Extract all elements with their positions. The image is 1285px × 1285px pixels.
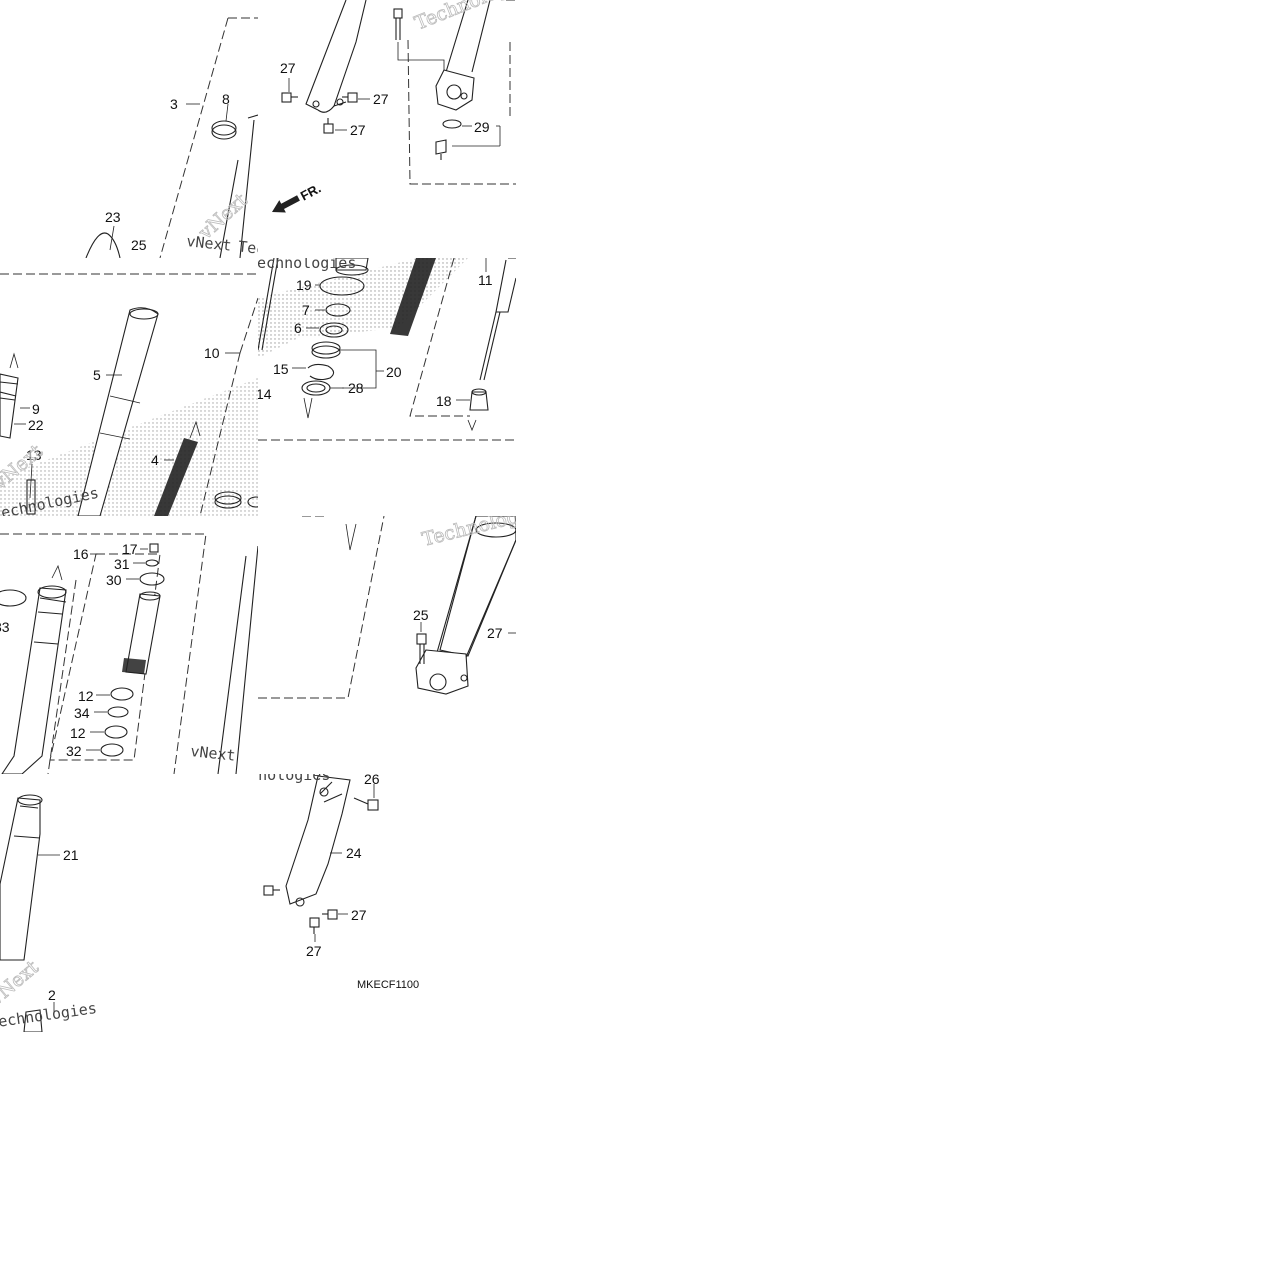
callout-9: 9: [32, 401, 40, 417]
tile-lower-left: 33 16 17 31 30 12 34 12: [0, 516, 258, 774]
callout-16: 16: [73, 546, 89, 562]
callout-8: 8: [222, 91, 230, 107]
callout-3: 3: [170, 96, 178, 112]
callout-31: 31: [114, 556, 130, 572]
tile-middle-left: 5 9 22 13 4 10 Technologies vNext: [0, 258, 258, 516]
spring-4: [154, 420, 201, 516]
callout-13: 13: [26, 447, 42, 463]
watermark-vnext: vNext: [186, 232, 233, 255]
callout-27-f: 27: [306, 943, 322, 959]
callout-25-top: 25: [131, 237, 147, 253]
callout-28: 28: [348, 380, 364, 396]
callout-24: 24: [346, 845, 362, 861]
watermark-technologies-bottom: Technologies: [0, 999, 98, 1032]
watermark-vnext-tec: vNext: [190, 742, 237, 765]
callout-4: 4: [151, 452, 159, 468]
callout-17: 17: [122, 541, 138, 557]
tile-bottom-left: 21 2 Technologies vNext: [0, 774, 258, 1032]
tile-upper-left: 8 3 23 25 vNext Technologies vNext: [0, 0, 258, 258]
callout-2: 2: [48, 987, 56, 1003]
watermark-next-bottom: vNext: [0, 956, 43, 1010]
callout-32: 32: [66, 743, 82, 759]
callout-12-a: 12: [78, 688, 94, 704]
callout-30: 30: [106, 572, 122, 588]
callout-18: 18: [436, 393, 452, 409]
tile-lower-right: 25 27 Technologies: [258, 516, 516, 774]
callout-27-e: 27: [351, 907, 367, 923]
callout-12-b: 12: [70, 725, 86, 741]
callout-22: 22: [28, 417, 44, 433]
callout-33: 33: [0, 619, 10, 635]
bolt-27a: [281, 92, 298, 103]
callout-29: 29: [474, 119, 490, 135]
callout-20: 20: [386, 364, 402, 380]
callout-10: 10: [204, 345, 220, 361]
front-marker: FR.: [298, 180, 324, 203]
callout-15: 15: [273, 361, 289, 377]
watermark-tech: Technologies: [237, 238, 258, 258]
tile-middle-right: 14 19 7 6 20 15 28: [258, 258, 516, 516]
watermark-ologies: Technologies: [258, 774, 330, 784]
tile-upper-right: 27 27 27 29: [258, 0, 516, 258]
callout-27-a: 27: [280, 60, 296, 76]
watermark-tech-top: Technologies: [412, 0, 516, 35]
callout-25-bottom: 25: [413, 607, 429, 623]
callout-27-c: 27: [350, 122, 366, 138]
callout-23: 23: [105, 209, 121, 225]
callout-6: 6: [294, 320, 302, 336]
bolt-27b: [342, 92, 358, 103]
watermark-ogies: Technologies: [258, 258, 356, 272]
diagram-code: MKECF1100: [357, 979, 419, 991]
callout-11: 11: [478, 272, 493, 288]
callout-21: 21: [63, 847, 79, 863]
callout-34: 34: [74, 705, 90, 721]
callout-26: 26: [364, 774, 380, 787]
callout-27-d: 27: [487, 625, 503, 641]
callout-27-b: 27: [373, 91, 389, 107]
callout-7: 7: [302, 302, 310, 318]
callout-19: 19: [296, 277, 312, 293]
bolt-27c: [323, 118, 334, 134]
tile-bottom-right: 24 26 27 27 MKECF1100 Technologies: [258, 774, 516, 1032]
callout-14: 14: [258, 386, 272, 402]
callout-5: 5: [93, 367, 101, 383]
